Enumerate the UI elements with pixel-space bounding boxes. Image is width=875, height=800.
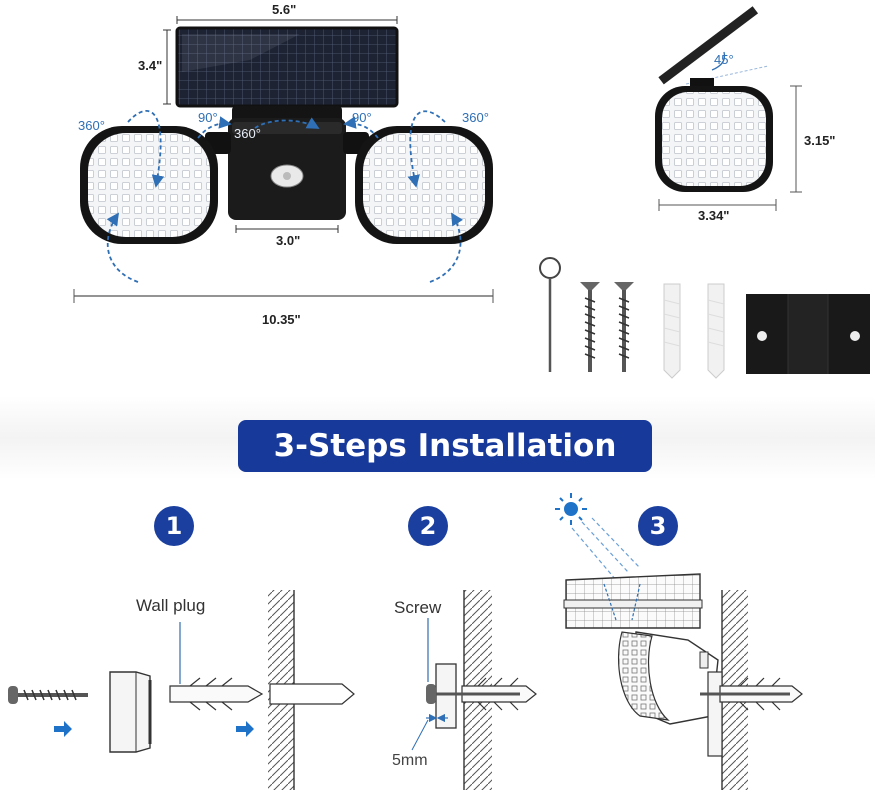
accessories (539, 257, 870, 379)
step-1-badge: 1 (154, 506, 194, 546)
side-width-label: 3.34" (698, 208, 730, 223)
lamp-side-view (655, 6, 802, 211)
reset-pin-icon (539, 257, 561, 372)
screw-head-icon (426, 684, 436, 704)
tilted-solar-panel (658, 6, 759, 85)
installation-title: 3-Steps Installation (238, 420, 652, 472)
screw-icon (614, 282, 634, 372)
solar-panel-side (563, 573, 703, 629)
step-2-badge: 2 (408, 506, 448, 546)
mounting-bracket-icon (746, 294, 870, 374)
wall-plug-icon (663, 283, 681, 379)
drilled-hole (269, 683, 355, 705)
wall-plug-icon (169, 677, 264, 711)
left-head-rotation-label: 360° (78, 118, 105, 133)
screw-horizontal-icon (8, 686, 88, 704)
move-arrow-icon (236, 721, 254, 737)
panel-width-label: 5.6" (272, 2, 297, 17)
body-width-label: 3.0" (276, 233, 301, 248)
light-head-side (617, 631, 719, 725)
bracket-side-icon (109, 671, 151, 753)
gap-label: 5mm (392, 752, 428, 769)
screw-label: Screw (394, 598, 442, 617)
total-width-label: 10.35" (262, 312, 301, 327)
right-tilt-label: 90° (352, 110, 372, 125)
panel-tilt-label: 45° (714, 52, 734, 67)
step-3-drawing (555, 493, 803, 790)
step-2-drawing (411, 590, 537, 790)
sun-icon (555, 493, 587, 525)
screw-icon (580, 282, 600, 372)
step-1-drawing (8, 590, 355, 790)
side-height-label: 3.15" (804, 133, 836, 148)
wall-plug-icon (707, 283, 725, 379)
panel-height-label: 3.4" (138, 58, 163, 73)
wall-plug-label: Wall plug (136, 596, 206, 615)
move-arrow-icon (54, 721, 72, 737)
step-3-badge: 3 (638, 506, 678, 546)
lamp-front-view (73, 16, 494, 303)
gap-leader-line (411, 719, 429, 751)
right-head-rotation-label: 360° (462, 110, 489, 125)
left-tilt-label: 90° (198, 110, 218, 125)
center-rotation-label: 360° (234, 126, 261, 141)
